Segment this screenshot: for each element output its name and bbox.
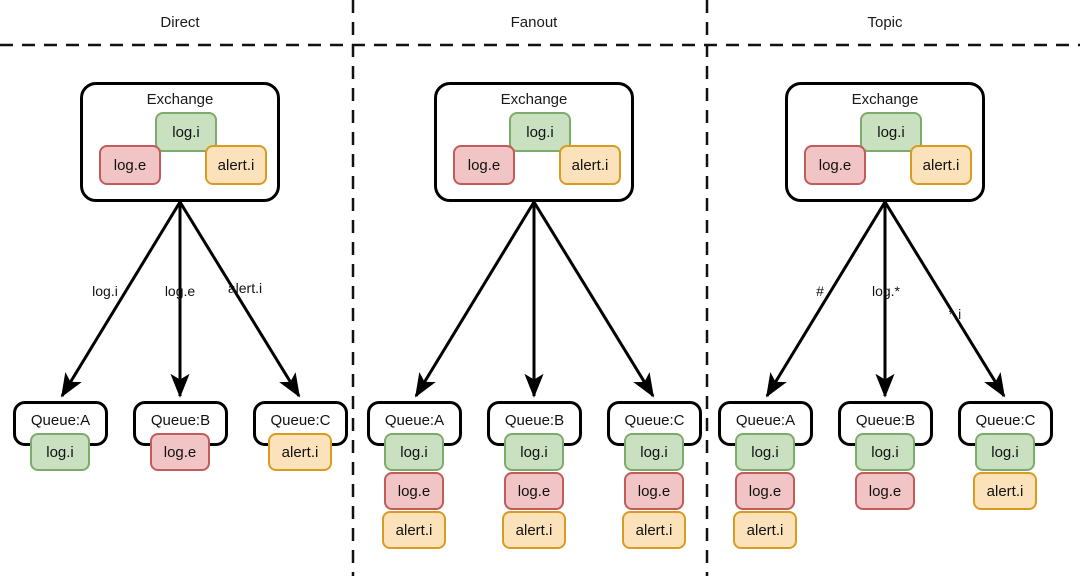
exchange-label: Exchange	[146, 91, 214, 108]
exchange-tag-log-i[interactable]: log.i	[509, 112, 571, 152]
edge-label-topic-b: log.*	[871, 283, 901, 299]
edge-topic-a	[765, 201, 887, 398]
panel-title-topic: Topic	[867, 14, 903, 31]
queue-tag-direct-a-0[interactable]: log.i	[30, 433, 90, 471]
exchange-tag-log-e[interactable]: log.e	[453, 145, 515, 185]
exchange-tag-log-i[interactable]: log.i	[155, 112, 217, 152]
queue-tag-fanout-b-1[interactable]: log.e	[504, 472, 564, 510]
exchange-tag-log-e[interactable]: log.e	[804, 145, 866, 185]
exchange-box-fanout[interactable]: Exchange log.i log.e alert.i	[434, 82, 634, 202]
queue-label: Queue:B	[150, 412, 211, 429]
queue-label: Queue:A	[735, 412, 796, 429]
queue-tag-fanout-b-2[interactable]: alert.i	[502, 511, 566, 549]
queue-label: Queue:A	[30, 412, 91, 429]
edge-fanout-a	[414, 201, 536, 398]
edges-topic	[765, 201, 1006, 398]
edge-direct-c	[178, 201, 301, 398]
edge-fanout-c	[532, 201, 655, 398]
panel-title-fanout: Fanout	[510, 14, 558, 31]
queue-tag-fanout-c-1[interactable]: log.e	[624, 472, 684, 510]
queue-label: Queue:C	[270, 412, 331, 429]
queue-label: Queue:B	[855, 412, 916, 429]
queue-box-fanout-b[interactable]: Queue:B	[487, 401, 582, 446]
exchange-tag-alert-i[interactable]: alert.i	[205, 145, 267, 185]
queue-tag-direct-b-0[interactable]: log.e	[150, 433, 210, 471]
edges-fanout	[414, 201, 655, 398]
queue-tag-topic-a-1[interactable]: log.e	[735, 472, 795, 510]
edge-label-direct-a: log.i	[92, 283, 118, 299]
queue-label: Queue:B	[504, 412, 565, 429]
queue-tag-fanout-a-1[interactable]: log.e	[384, 472, 444, 510]
queue-tag-topic-a-0[interactable]: log.i	[735, 433, 795, 471]
queue-tag-topic-a-2[interactable]: alert.i	[733, 511, 797, 549]
edge-label-direct-b: log.e	[164, 283, 196, 299]
exchange-tag-alert-i[interactable]: alert.i	[910, 145, 972, 185]
queue-tag-fanout-a-2[interactable]: alert.i	[382, 511, 446, 549]
edges-direct	[60, 201, 301, 398]
edge-direct-a	[60, 201, 182, 398]
queue-tag-direct-c-0[interactable]: alert.i	[268, 433, 332, 471]
queue-tag-topic-b-0[interactable]: log.i	[855, 433, 915, 471]
exchange-tag-alert-i[interactable]: alert.i	[559, 145, 621, 185]
exchange-tag-log-e[interactable]: log.e	[99, 145, 161, 185]
queue-tag-topic-c-1[interactable]: alert.i	[973, 472, 1037, 510]
exchange-box-direct[interactable]: Exchange log.i log.e alert.i	[80, 82, 280, 202]
queue-tag-fanout-c-0[interactable]: log.i	[624, 433, 684, 471]
queue-tag-fanout-b-0[interactable]: log.i	[504, 433, 564, 471]
exchange-label: Exchange	[851, 91, 919, 108]
queue-tag-fanout-c-2[interactable]: alert.i	[622, 511, 686, 549]
edge-label-topic-c: *.i	[948, 306, 962, 322]
queue-box-topic-b[interactable]: Queue:B	[838, 401, 933, 446]
panel-title-direct: Direct	[160, 14, 200, 31]
exchange-box-topic[interactable]: Exchange log.i log.e alert.i	[785, 82, 985, 202]
queue-tag-topic-b-1[interactable]: log.e	[855, 472, 915, 510]
queue-tag-fanout-a-0[interactable]: log.i	[384, 433, 444, 471]
exchange-label: Exchange	[500, 91, 568, 108]
queue-label: Queue:C	[975, 412, 1036, 429]
queue-tag-topic-c-0[interactable]: log.i	[975, 433, 1035, 471]
edge-topic-c	[883, 201, 1006, 398]
queue-label: Queue:A	[384, 412, 445, 429]
edge-label-direct-c: alert.i	[227, 280, 263, 296]
exchange-tag-log-i[interactable]: log.i	[860, 112, 922, 152]
edge-label-topic-a: #	[816, 283, 824, 299]
queue-label: Queue:C	[624, 412, 685, 429]
